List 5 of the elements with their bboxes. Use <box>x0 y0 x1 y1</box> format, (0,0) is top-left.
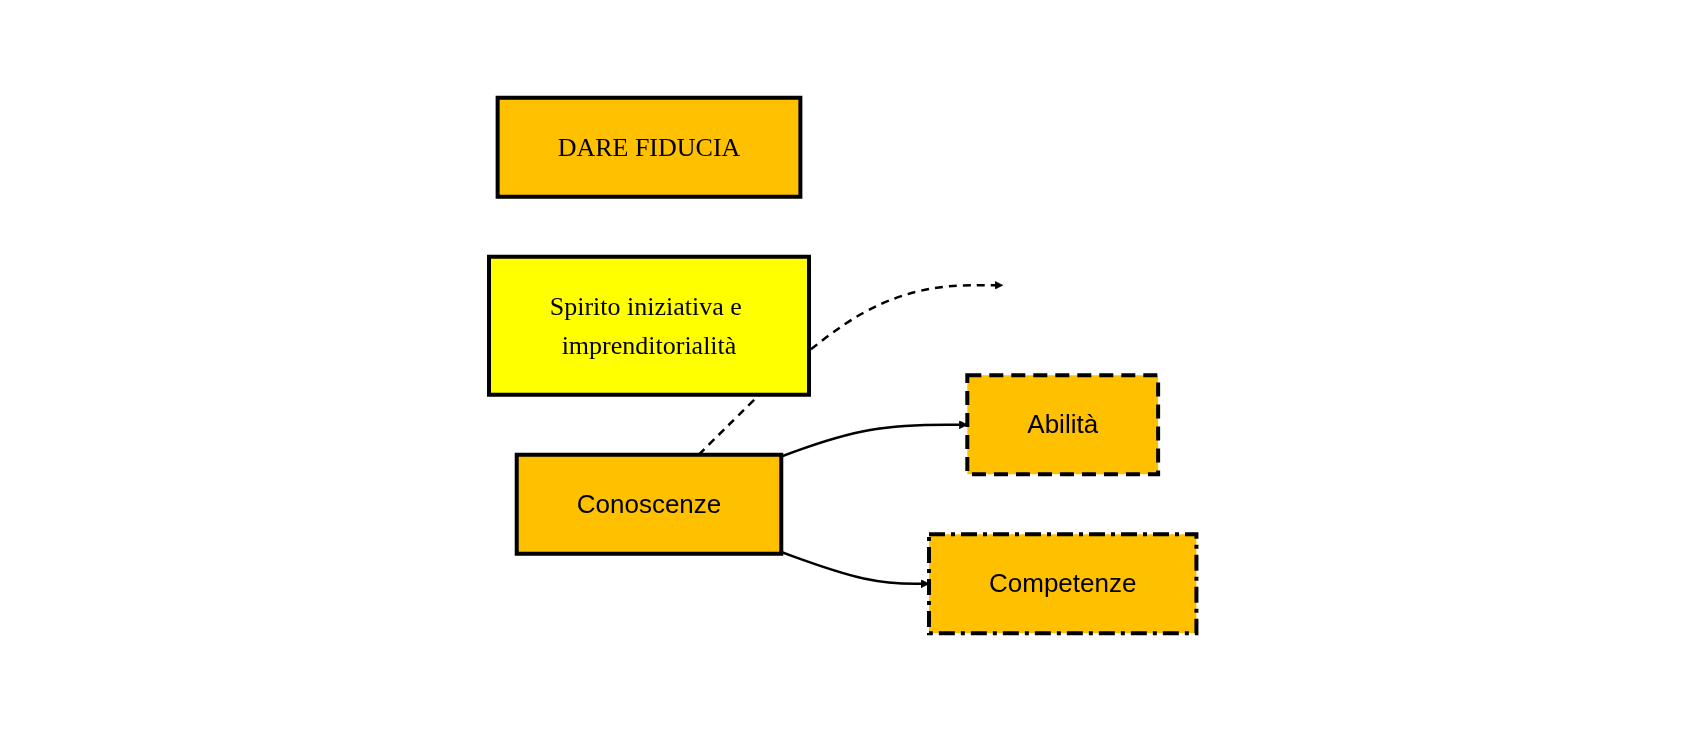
node-box: Spirito iniziativa e imprenditorialità <box>486 254 811 397</box>
node-box: Conoscenze <box>514 452 784 556</box>
node-box: Competenze <box>926 532 1199 636</box>
node-box: Abilità <box>965 373 1160 477</box>
node-box: DARE FIDUCIA <box>495 95 803 199</box>
